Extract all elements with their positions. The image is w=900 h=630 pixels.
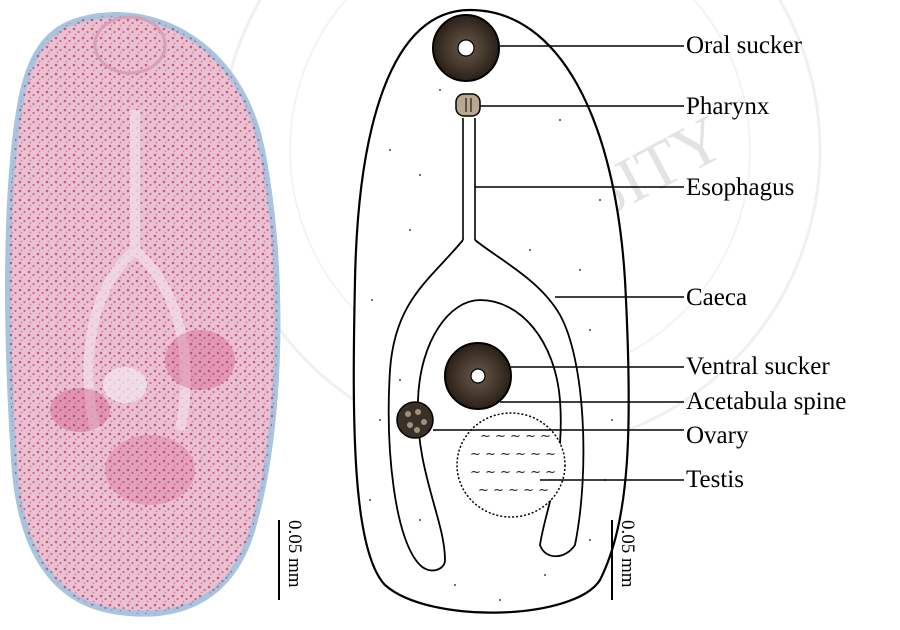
- svg-text:~ ~ ~ ~ ~: ~ ~ ~ ~ ~: [478, 483, 549, 498]
- svg-text:~ ~ ~ ~ ~ ~: ~ ~ ~ ~ ~ ~: [470, 465, 556, 480]
- label-ventral-sucker: Ventral sucker: [686, 354, 830, 379]
- label-caeca: Caeca: [686, 285, 747, 310]
- photo-ventral-sucker: [103, 367, 147, 403]
- label-esophagus: Esophagus: [686, 175, 794, 200]
- svg-text:~ ~ ~ ~ ~ ~: ~ ~ ~ ~ ~ ~: [470, 447, 556, 462]
- scale-label-drawing: 0.05 mm: [616, 520, 638, 588]
- ovary: [397, 402, 433, 438]
- scale-label-photo: 0.05 mm: [283, 520, 305, 588]
- label-pharynx: Pharynx: [686, 94, 769, 119]
- drawing-body: [354, 10, 629, 613]
- specimen-photo: [8, 15, 277, 614]
- svg-text:~ ~ ~ ~ ~: ~ ~ ~ ~ ~: [480, 429, 551, 444]
- label-oral-sucker: Oral sucker: [686, 33, 802, 58]
- fluke-drawing: ~ ~ ~ ~ ~ ~ ~ ~ ~ ~ ~ ~ ~ ~ ~ ~ ~ ~ ~ ~ …: [354, 10, 629, 613]
- label-ovary: Ovary: [686, 423, 748, 448]
- pharynx: [456, 94, 480, 116]
- label-acetabula-spine: Acetabula spine: [686, 389, 846, 414]
- label-testis: Testis: [686, 467, 744, 492]
